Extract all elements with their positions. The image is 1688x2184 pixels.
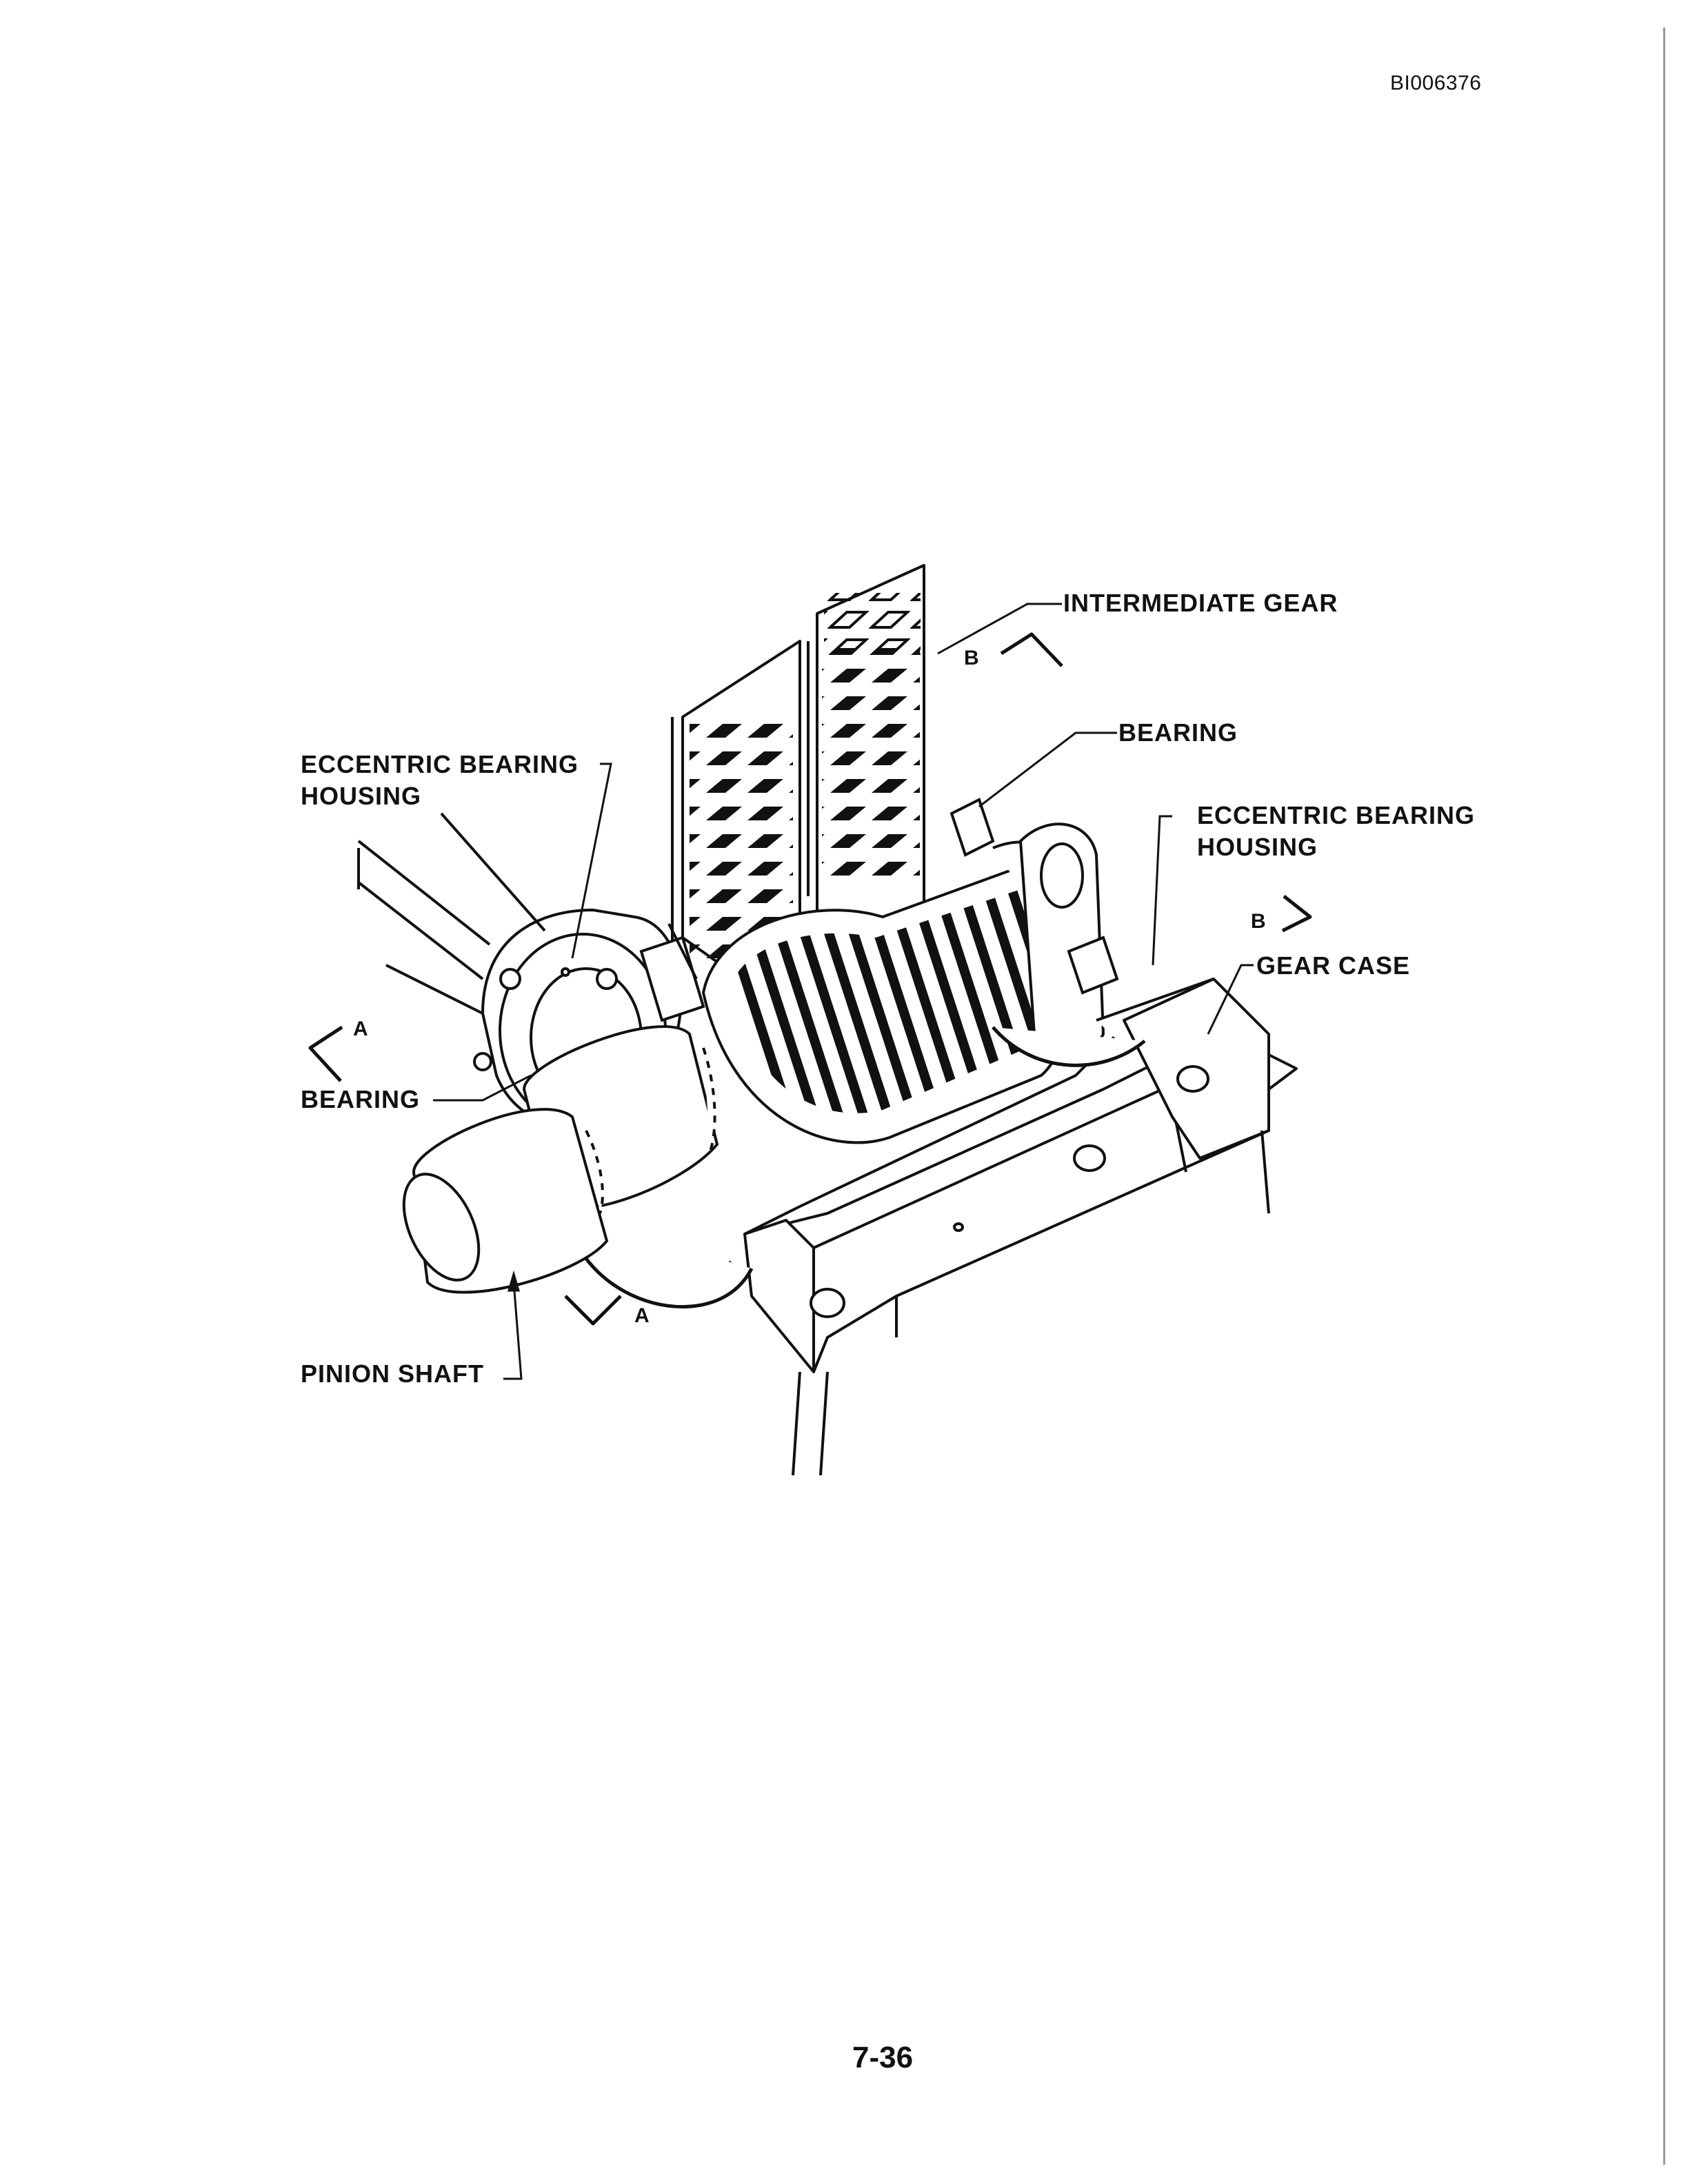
pinion-shaft-drawing [402,1025,719,1294]
scan-edge-line [1663,28,1665,2165]
section-marker-a-bottom: A [634,1304,650,1327]
section-arrows [308,632,1312,1326]
label-intermediate-gear: INTERMEDIATE GEAR [1063,589,1338,617]
pinion-gear-drawing [701,840,1081,1144]
page-number: 7-36 [852,2041,914,2074]
label-eccentric-housing-right-line1: ECCENTRIC BEARING [1197,801,1476,829]
label-eccentric-housing-left-line1: ECCENTRIC BEARING [301,750,579,778]
leader-lines [433,603,1254,1380]
label-pinion-shaft: PINION SHAFT [301,1359,485,1388]
label-bearing-top: BEARING [1118,718,1238,747]
section-marker-b-right: B [1251,910,1266,933]
label-bearing-left: BEARING [301,1085,421,1113]
document-id: BI006376 [1390,72,1482,94]
section-marker-a-left: A [353,1018,368,1040]
label-eccentric-housing-right-line2: HOUSING [1197,833,1318,861]
section-marker-b-top: B [964,647,979,669]
frame-lines [357,812,546,1015]
intermediate-gear-drawing [671,564,925,1022]
label-eccentric-housing-left-line2: HOUSING [301,782,422,810]
label-gear-case: GEAR CASE [1256,951,1411,980]
gear-case-drawing [563,978,1298,1476]
